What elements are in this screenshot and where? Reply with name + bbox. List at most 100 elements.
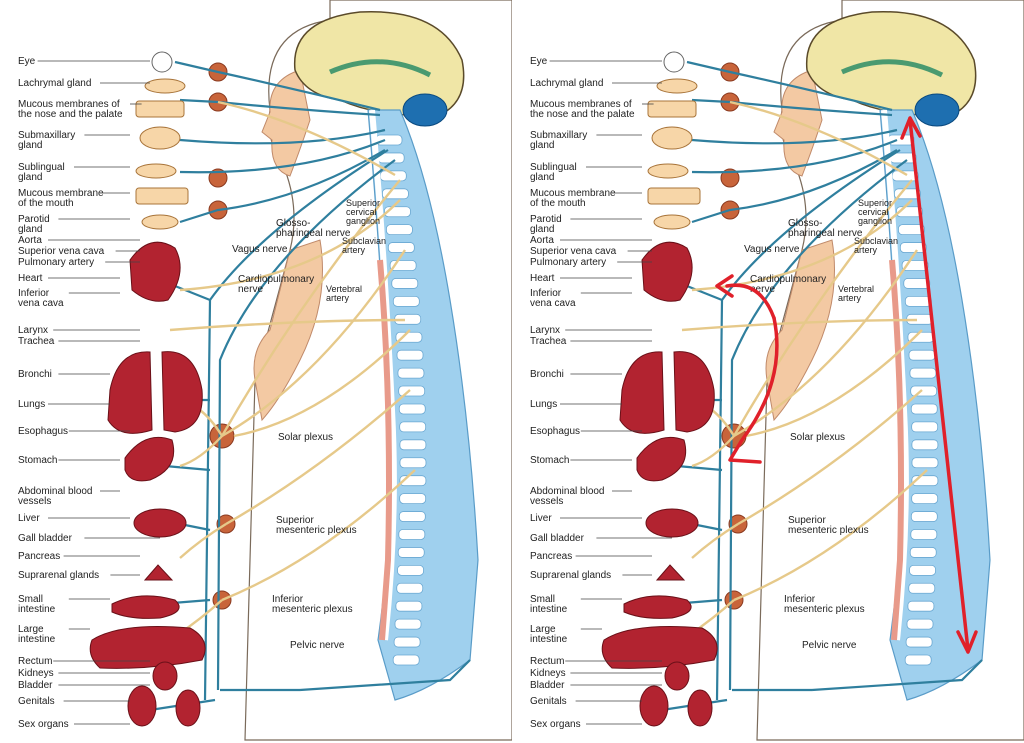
vertebra — [907, 600, 935, 612]
organ-label: Superior vena cava — [530, 246, 617, 257]
spine-double-arrow — [908, 119, 970, 651]
vertebra — [398, 529, 426, 540]
organ-illustration — [673, 351, 715, 433]
parasympathetic-nerve — [179, 138, 386, 174]
organ-label: Pulmonary artery — [18, 257, 94, 268]
organ-label: Stomach — [18, 455, 57, 466]
nerve-label: Glosso-pharingeal nerve — [276, 218, 351, 239]
organ-label: Liver — [18, 513, 40, 524]
organ-label: Esophagus — [18, 426, 68, 437]
vertebra — [399, 439, 427, 451]
organ-illustration — [641, 241, 693, 302]
organ-illustration — [175, 689, 201, 727]
organ-label: Suprarenal glands — [18, 570, 99, 581]
sympathetic-nerve — [737, 389, 923, 526]
organ-label: Rectum — [530, 656, 564, 667]
parasympathetic-nerve — [691, 149, 898, 224]
organ-label: Trachea — [530, 336, 567, 347]
parasympathetic-nerve — [676, 464, 723, 472]
parasympathetic-nerve — [179, 128, 386, 145]
organ-illustration — [139, 126, 181, 150]
vertebra — [911, 457, 939, 469]
sympathetic-nerve — [691, 435, 735, 468]
cerebellum — [402, 93, 448, 127]
organ-label: Aorta — [18, 235, 42, 246]
vertebra — [906, 618, 934, 630]
sympathetic-nerve — [733, 469, 928, 602]
organ-label: Bladder — [18, 680, 53, 691]
organ-illustration — [141, 214, 179, 230]
vertebra — [910, 385, 938, 397]
organ-label: Bronchi — [18, 369, 52, 380]
vertebra — [909, 547, 937, 558]
organ-label: Lachrymal gland — [530, 78, 603, 89]
organ-illustration — [623, 595, 692, 619]
organ-label: Lungs — [18, 399, 45, 410]
nerve-label: Pelvic nerve — [802, 640, 857, 651]
vagus-arrow-lower — [728, 316, 779, 464]
vertebra — [394, 618, 422, 630]
vertebra — [398, 403, 426, 415]
parasympathetic-nerve — [686, 60, 893, 112]
nerve-label: Pelvic nerve — [290, 640, 345, 651]
vertebra — [908, 349, 936, 361]
organ-label: Eye — [18, 56, 36, 67]
parasympathetic-nerve — [299, 659, 471, 692]
spinal-cord — [369, 109, 397, 641]
vertebra — [382, 188, 409, 200]
vertebra — [905, 636, 933, 648]
sympathetic-nerve — [221, 249, 407, 438]
corpus-callosum — [328, 59, 432, 78]
nerve-label: Solar plexus — [790, 432, 845, 443]
organ-illustration — [664, 661, 690, 691]
ganglion-node — [720, 168, 740, 188]
organ-label: Pulmonary artery — [530, 257, 606, 268]
organ-label: Sex organs — [18, 719, 69, 730]
organ-label: Kidneys — [530, 668, 566, 679]
organ-illustration — [655, 564, 686, 581]
vertebra — [397, 547, 425, 558]
vertebra — [911, 493, 939, 505]
vertebra — [910, 511, 938, 522]
organ-label: Genitals — [18, 696, 55, 707]
vertebra — [399, 421, 427, 433]
parasympathetic-nerve — [691, 138, 898, 174]
sympathetic-nerve — [729, 100, 908, 177]
vertebra — [908, 582, 936, 594]
organ-illustration — [645, 508, 699, 538]
organ-illustration — [601, 626, 718, 669]
vertebra — [379, 170, 407, 182]
sympathetic-nerve — [179, 199, 401, 292]
organ-label: Bladder — [530, 680, 565, 691]
sympathetic-nerve — [179, 435, 223, 468]
vagus-arrow-head-icon — [715, 274, 734, 298]
vertebra — [903, 278, 931, 289]
organ-illustration — [651, 126, 693, 150]
aorta-descending — [377, 259, 392, 641]
organ-label: Bronchi — [530, 369, 564, 380]
sympathetic-nerve — [732, 179, 913, 437]
parasympathetic-nerve — [728, 159, 908, 691]
organ-illustration — [135, 187, 189, 205]
vertebra — [911, 421, 939, 433]
vertebra — [393, 636, 421, 648]
vertebra — [909, 367, 937, 379]
organ-illustration — [161, 351, 203, 433]
vertebra — [399, 493, 427, 505]
